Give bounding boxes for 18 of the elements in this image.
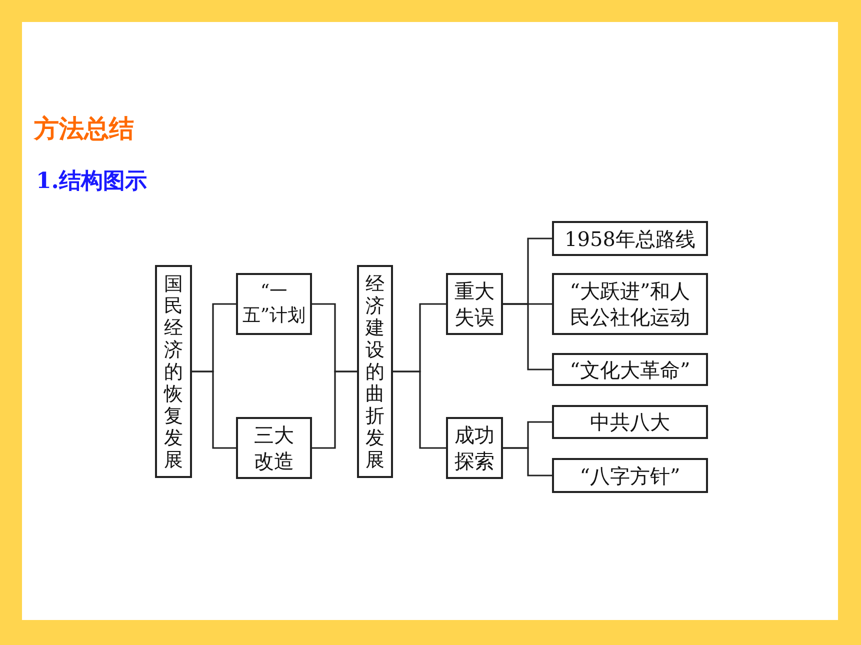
connector-line [192,370,236,449]
vertical-box: 国民经济的恢复发展 [155,265,192,478]
text-box: “文化大革命” [552,353,708,386]
connector-line [393,370,446,449]
connector-line [312,370,357,449]
text-box: 中共八大 [552,405,708,439]
connector-line [503,447,552,476]
vertical-box: 经济建设的曲折发展 [357,265,393,478]
text-box: “一五”计划 [236,273,312,335]
text-box: “大跃进”和人民公社化运动 [552,273,708,335]
text-box: 三大改造 [236,417,312,479]
connector-line [503,303,552,370]
subheading: 1.结构图示 [36,167,147,196]
text-box: 1958年总路线 [552,221,708,256]
heading: 方法总结 [34,113,134,145]
text-box: “八字方针” [552,458,708,493]
text-box: 成功探索 [446,417,503,479]
text-box: 重大失误 [446,273,503,335]
